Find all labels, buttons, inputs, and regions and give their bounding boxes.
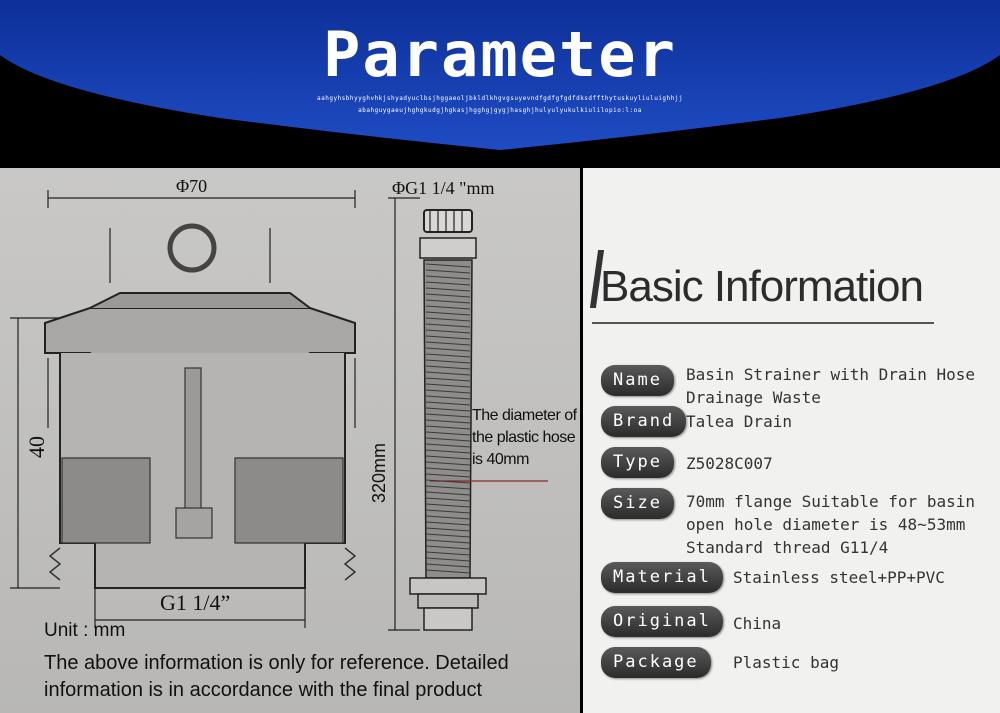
- hose-ridge: [425, 563, 471, 568]
- hose-ridge: [425, 329, 471, 334]
- hose-ridge: [425, 275, 471, 280]
- hose-length-label: 320mm: [369, 443, 389, 503]
- hose-ridge: [425, 413, 471, 418]
- info-value-line: Plastic bag: [733, 653, 839, 672]
- info-value-original: China: [733, 612, 781, 635]
- info-label-name: Name: [601, 365, 674, 396]
- info-label-package: Package: [601, 647, 711, 678]
- hose-ridge: [425, 521, 471, 526]
- disclaimer-text: The above information is only for refere…: [44, 652, 509, 701]
- info-value-line: Standard thread G11/4: [686, 538, 889, 557]
- hose-ridge: [425, 431, 471, 436]
- hose-ridge: [425, 353, 471, 358]
- pull-ring: [167, 223, 217, 273]
- hose-ridge: [425, 365, 471, 370]
- info-label-type: Type: [601, 447, 674, 478]
- info-label-size: Size: [601, 488, 674, 519]
- info-value-line: open hole diameter is 48~53mm: [686, 515, 966, 534]
- banner-decorative-text: abahguygaeujhghgkudgjhgkasjhgghgjgygjhas…: [358, 107, 642, 114]
- hose-ridge: [425, 299, 471, 304]
- hose-ridge: [425, 515, 471, 520]
- hose-ridge: [425, 497, 471, 502]
- hose-ridge: [425, 323, 471, 328]
- hose-ridge: [425, 263, 471, 268]
- info-value-line: 70mm flange Suitable for basin: [686, 492, 975, 511]
- hose-ridge: [425, 281, 471, 286]
- hose-thread-label: ΦG1 1/4 "mm: [392, 178, 495, 198]
- stem: [184, 367, 202, 529]
- banner-background: [0, 0, 1000, 150]
- hose-ridge: [425, 347, 471, 352]
- hose-ridge: [425, 425, 471, 430]
- page-title: Parameter: [323, 18, 677, 91]
- hose-ridge: [425, 407, 471, 412]
- info-value-line: Z5028C007: [686, 454, 773, 473]
- hose-ridge: [425, 293, 471, 298]
- info-label-original: Original: [601, 606, 723, 637]
- hose-ridge: [425, 509, 471, 514]
- hose-ridge: [425, 569, 471, 574]
- hose-ridge: [425, 437, 471, 442]
- info-value-line: Basin Strainer with Drain Hose: [686, 365, 975, 384]
- hose-ridge: [425, 401, 471, 406]
- info-label-brand: Brand: [601, 406, 687, 437]
- info-value-line: Stainless steel+PP+PVC: [733, 568, 945, 587]
- hose-ridge: [425, 449, 471, 454]
- info-label-material: Material: [601, 562, 723, 593]
- hose-ridge: [425, 371, 471, 376]
- hose-ridge: [425, 269, 471, 274]
- hose-ridge: [425, 533, 471, 538]
- info-value-type: Z5028C007: [686, 452, 773, 475]
- info-value-package: Plastic bag: [733, 651, 839, 674]
- hose-ridge: [425, 359, 471, 364]
- info-heading: Basic Information: [600, 262, 924, 311]
- info-value-line: Talea Drain: [686, 412, 792, 431]
- hose-ridge: [425, 341, 471, 346]
- height-dimension-label: 40: [24, 436, 49, 458]
- info-value-brand: Talea Drain: [686, 410, 792, 433]
- hose-ridge: [425, 389, 471, 394]
- info-value-line: Drainage Waste: [686, 388, 821, 407]
- banner-decorative-text: aahgyhsbhyyghvhkjshyadyuclbsjhggaeoljbkl…: [317, 95, 683, 102]
- hose-ridge: [425, 557, 471, 562]
- heading-underline: [592, 322, 934, 324]
- hose-ridge: [425, 419, 471, 424]
- hose-ridge: [425, 395, 471, 400]
- hose-ridge: [425, 383, 471, 388]
- hose-ridge: [425, 455, 471, 460]
- hose-ridge: [425, 485, 471, 490]
- hose-ridge: [425, 479, 471, 484]
- hose-ridge: [425, 473, 471, 478]
- hose-ridge: [425, 287, 471, 292]
- hose-ridge: [425, 467, 471, 472]
- hose-ridge: [425, 461, 471, 466]
- hose-nut: [423, 209, 473, 233]
- hose-ridge: [425, 539, 471, 544]
- unit-label: Unit : mm: [44, 620, 126, 641]
- hose-ridge: [425, 545, 471, 550]
- hose-ridge: [425, 317, 471, 322]
- banner: Parameter aahgyhsbhyyghvhkjshyadyuclbsjh…: [0, 0, 1000, 165]
- hose-ridge: [425, 335, 471, 340]
- product-diagram: Φ70 ΦG1 1/4 "mm 40 320mm G1 1/4”: [10, 176, 548, 631]
- hose-ridge: [425, 551, 471, 556]
- hose-ridge: [425, 377, 471, 382]
- hose-ridge: [425, 305, 471, 310]
- info-value-size: 70mm flange Suitable for basin open hole …: [686, 490, 975, 559]
- hose-diameter-note: The diameter of the plastic hose is 40mm: [472, 407, 577, 468]
- hose-ridge: [425, 503, 471, 508]
- info-value-line: China: [733, 614, 782, 633]
- thread-dimension-label: G1 1/4”: [160, 590, 230, 615]
- info-value-material: Stainless steel+PP+PVC: [733, 566, 945, 589]
- hose-ridge: [425, 311, 471, 316]
- hose-ridge: [425, 527, 471, 532]
- hose-ridge: [425, 443, 471, 448]
- hose-ridge: [425, 491, 471, 496]
- flange-dimension-label: Φ70: [176, 176, 207, 196]
